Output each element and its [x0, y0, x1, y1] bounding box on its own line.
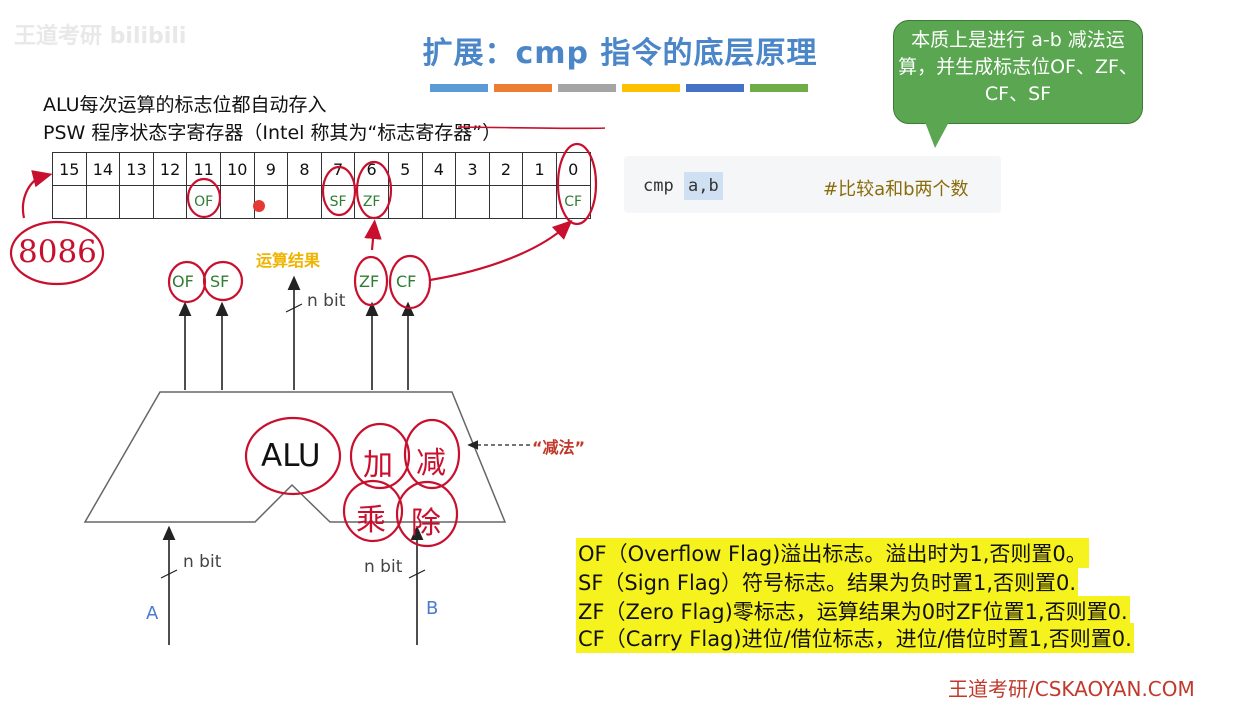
nbit-output: n bit	[307, 291, 346, 311]
flag-cell-sf: SF	[320, 185, 356, 219]
code-comment: #比较a和b两个数	[823, 179, 969, 200]
legend-sf: SF（Sign Flag）符号标志。结果为负时置1,否则置0.	[576, 567, 1079, 597]
flag-cell	[219, 185, 255, 219]
out-flag-cf: CF	[396, 272, 417, 291]
callout-text: 本质上是进行 a-b 减法运算，并生成标志位OF、ZF、CF、SF	[898, 29, 1138, 105]
callout-tail	[925, 122, 949, 148]
handwritten-divide: 除	[411, 506, 441, 541]
flag-cell	[119, 185, 154, 219]
code-operands: a,b	[683, 172, 723, 200]
intro-line-2: PSW 程序状态字寄存器（Intel 称其为“标志寄存器”）	[43, 122, 502, 144]
input-a-label: A	[146, 603, 159, 624]
out-flag-of: OF	[172, 272, 194, 291]
color-bar-blue	[430, 84, 488, 92]
pointer-dot	[253, 200, 265, 212]
input-b-label: B	[426, 598, 439, 619]
alu-shape	[83, 391, 507, 523]
callout-bubble: 本质上是进行 a-b 减法运算，并生成标志位OF、ZF、CF、SF	[893, 20, 1143, 124]
flag-cell	[522, 185, 557, 219]
bit-cell: 10	[219, 152, 255, 186]
flag-cell	[85, 185, 121, 219]
flag-cell-of: OF	[186, 185, 221, 219]
color-bar-darkblue	[686, 84, 744, 92]
code-opcode: cmp	[643, 176, 674, 196]
legend-of: OF（Overflow Flag)溢出标志。溢出时为1,否则置0。	[576, 538, 1089, 568]
result-label: 运算结果	[256, 251, 321, 270]
nbit-input-a: n bit	[183, 552, 222, 572]
flag-cell	[52, 185, 87, 219]
out-flag-zf: ZF	[359, 272, 380, 291]
bit-cell: 12	[152, 152, 188, 186]
subtract-note: “减法”	[532, 438, 586, 457]
handwritten-subtract: 减	[416, 446, 446, 481]
handwritten-annotations	[9, 126, 606, 548]
bit-cell: 11	[186, 152, 221, 186]
bit-cell: 2	[488, 152, 524, 186]
out-flag-sf: SF	[210, 272, 230, 291]
watermark: 王道考研 bilibili	[14, 24, 187, 49]
handwritten-add: 加	[363, 448, 393, 483]
page-title: 扩展：cmp 指令的底层原理	[422, 36, 818, 71]
color-bar-green	[750, 84, 808, 92]
bit-cell: 7	[320, 152, 356, 186]
color-bar-orange	[494, 84, 552, 92]
legend-zf: ZF（Zero Flag)零标志，运算结果为0时ZF位置1,否则置0.	[576, 596, 1130, 626]
bit-cell: 13	[119, 152, 154, 186]
code-instruction: cmp a,b	[643, 172, 723, 200]
color-bar-gray	[558, 84, 616, 92]
register-flag-row: OF SF ZF CF	[52, 185, 591, 219]
legend-cf: CF（Carry Flag)进位/借位标志，进位/借位时置1,否则置0.	[576, 623, 1134, 653]
intro-line-1: ALU每次运算的标志位都自动存入	[43, 94, 327, 116]
flag-cell	[152, 185, 188, 219]
flag-cell	[287, 185, 322, 219]
flag-cell-cf: CF	[555, 185, 591, 219]
footer-brand: 王道考研/CSKAOYAN.COM	[948, 677, 1195, 701]
handwritten-multiply: 乘	[356, 503, 386, 538]
nbit-input-b: n bit	[364, 557, 403, 577]
flag-cell	[421, 185, 457, 219]
alu-label: ALU	[261, 438, 321, 474]
handwritten-8086: 8086	[18, 234, 97, 270]
color-bar-yellow	[622, 84, 680, 92]
